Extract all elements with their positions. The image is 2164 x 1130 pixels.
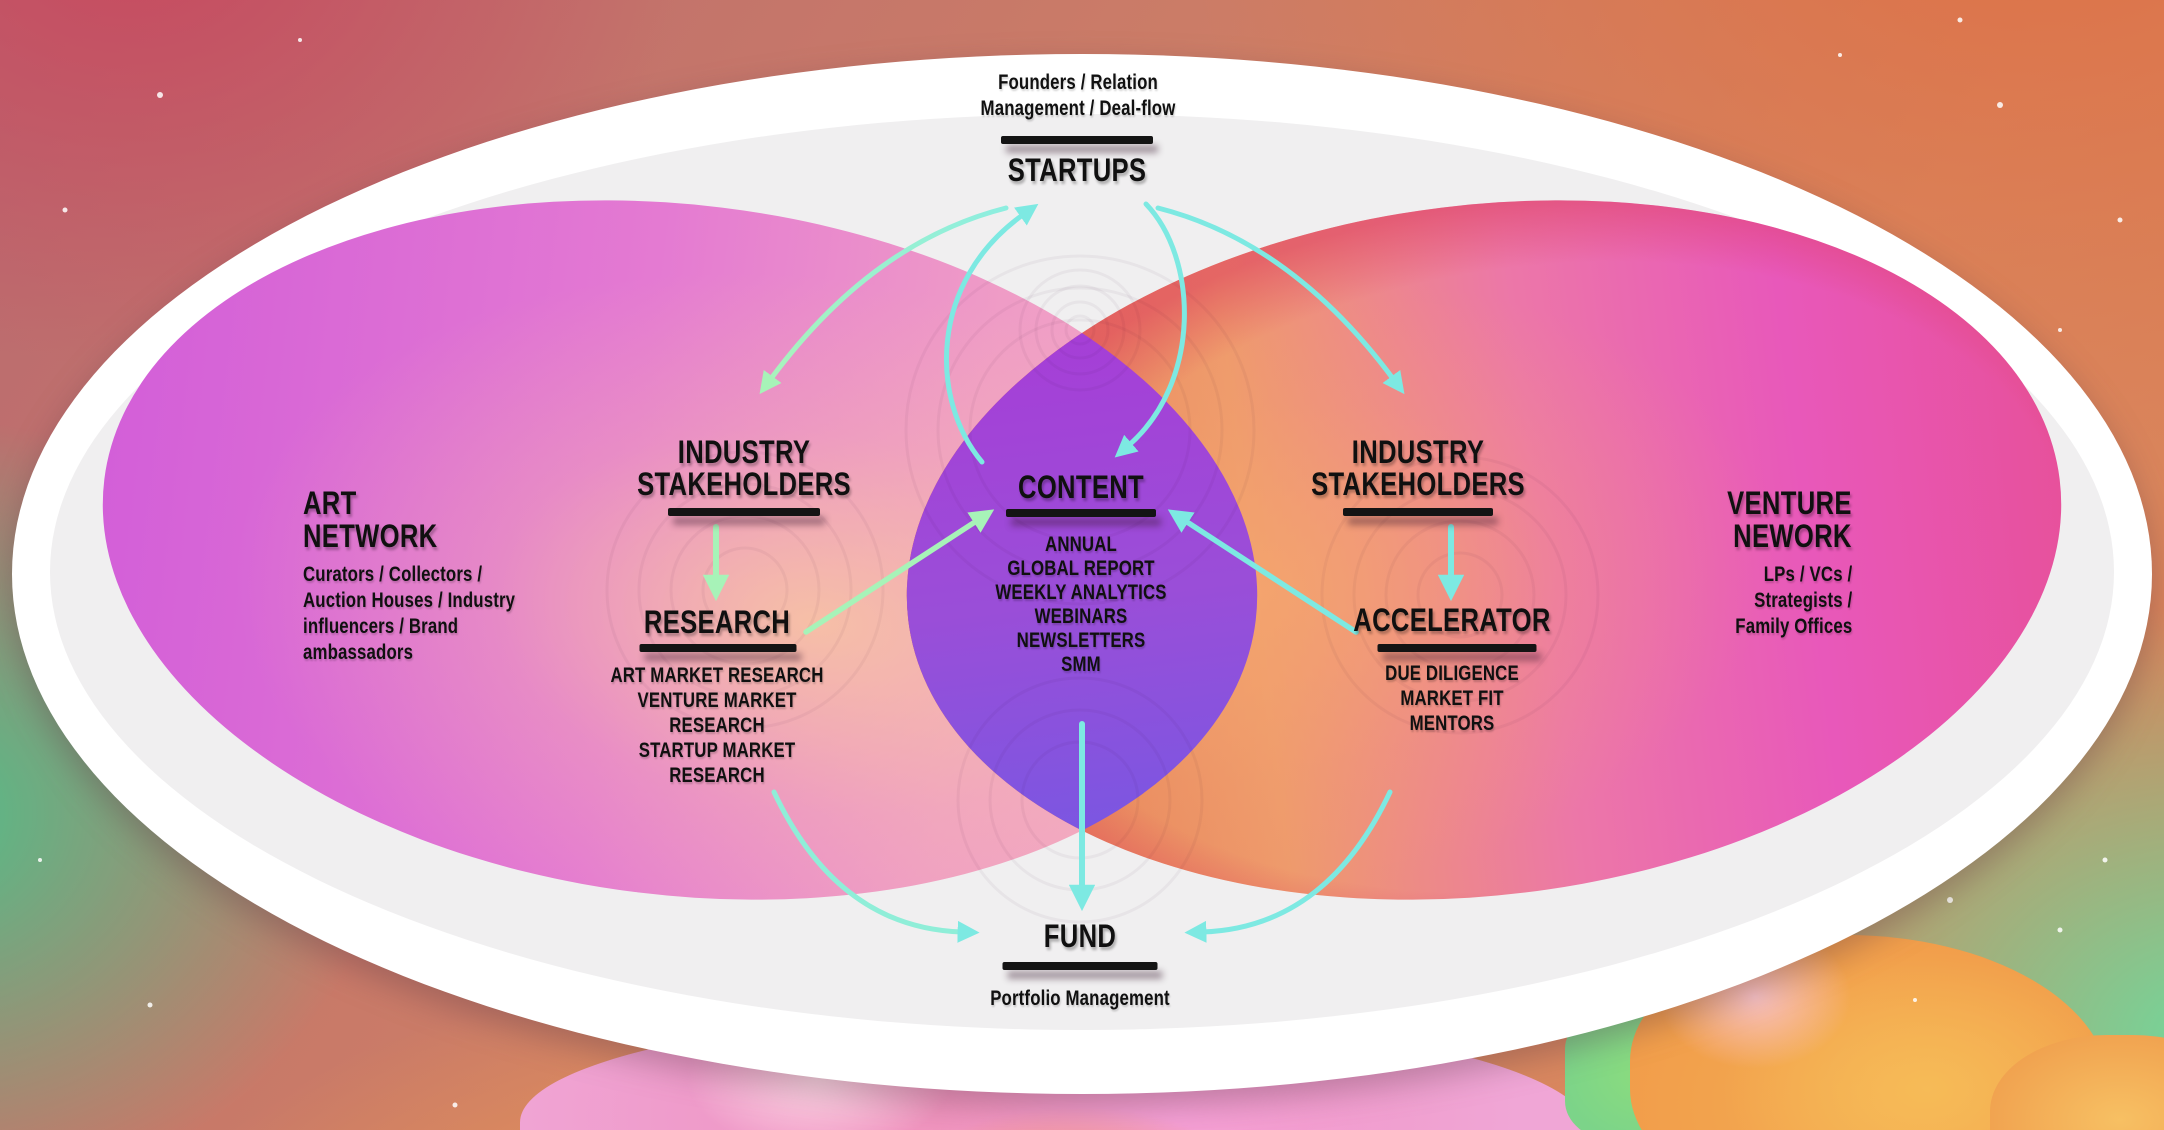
art-network-title: ART NETWORK bbox=[303, 487, 438, 553]
arrow-startups-to-stakeholders-left bbox=[759, 205, 1009, 395]
venture-network-title-line: VENTURE bbox=[1727, 485, 1852, 521]
startups-title: STARTUPS bbox=[1007, 152, 1147, 188]
flow-arrows bbox=[702, 201, 1465, 943]
research-underline bbox=[639, 644, 797, 652]
startups-subtitle-line: Management / Deal-flow bbox=[980, 97, 1176, 120]
stakeholders-left-underline bbox=[668, 508, 820, 516]
research-list: ART MARKET RESEARCH VENTURE MARKET RESEA… bbox=[610, 663, 823, 788]
content-list: ANNUAL GLOBAL REPORT WEEKLY ANALYTICS WE… bbox=[995, 533, 1166, 677]
content-list-item: SMM bbox=[1061, 653, 1101, 676]
startups-subtitle-line: Founders / Relation bbox=[998, 71, 1158, 94]
accelerator-title: ACCELERATOR bbox=[1353, 602, 1551, 638]
arrow-content-to-startups bbox=[944, 203, 1039, 465]
fund-underline bbox=[1002, 962, 1158, 970]
research-list-item: RESEARCH bbox=[669, 764, 765, 787]
research-list-item: RESEARCH bbox=[669, 714, 765, 737]
research-list-item: VENTURE MARKET bbox=[637, 689, 797, 712]
startups-underline bbox=[1001, 136, 1153, 144]
research-list-item: ART MARKET RESEARCH bbox=[610, 664, 824, 687]
content-title: CONTENT bbox=[1018, 469, 1144, 505]
content-underline bbox=[1006, 509, 1156, 517]
art-network-subtitle-line: Curators / Collectors / bbox=[303, 563, 483, 586]
venture-network-subtitle: LPs / VCs / Strategists / Family Offices bbox=[1735, 562, 1852, 640]
stakeholders-right-title-line: STAKEHOLDERS bbox=[1311, 466, 1525, 502]
arrow-accelerator-to-fund bbox=[1184, 789, 1393, 943]
accelerator-list-item: MARKET FIT bbox=[1400, 687, 1504, 710]
venture-network-subtitle-line: LPs / VCs / bbox=[1763, 563, 1852, 586]
stakeholders-left-title-line: STAKEHOLDERS bbox=[637, 466, 851, 502]
fund-subtitle: Portfolio Management bbox=[990, 987, 1170, 1010]
stakeholders-right-title: INDUSTRY STAKEHOLDERS bbox=[1311, 436, 1525, 500]
art-network-subtitle-line: ambassadors bbox=[303, 641, 414, 664]
venture-network-title: VENTURE NEWORK bbox=[1727, 487, 1852, 553]
fund-title: FUND bbox=[1043, 918, 1117, 954]
content-list-item: ANNUAL bbox=[1045, 533, 1117, 556]
arrow-research-to-fund bbox=[771, 789, 980, 943]
content-list-item: NEWSLETTERS bbox=[1016, 629, 1146, 652]
art-network-title-line: NETWORK bbox=[303, 518, 438, 554]
venture-network-subtitle-line: Family Offices bbox=[1734, 615, 1852, 638]
art-network-subtitle: Curators / Collectors / Auction Houses /… bbox=[303, 562, 515, 666]
accelerator-underline bbox=[1377, 644, 1537, 652]
content-list-item: GLOBAL REPORT bbox=[1007, 557, 1155, 580]
arrow-accelerator-to-content bbox=[1167, 509, 1359, 635]
art-network-title-line: ART bbox=[303, 485, 357, 521]
stakeholders-right-underline bbox=[1343, 508, 1493, 516]
arrow-research-to-content bbox=[803, 509, 995, 635]
venn-ellipses bbox=[102, 200, 2062, 900]
accelerator-list-item: DUE DILIGENCE bbox=[1385, 662, 1519, 685]
research-list-item: STARTUP MARKET bbox=[638, 739, 796, 762]
accelerator-list-item: MENTORS bbox=[1409, 712, 1495, 735]
art-network-subtitle-line: Auction Houses / Industry bbox=[303, 589, 516, 612]
accelerator-list: DUE DILIGENCE MARKET FIT MENTORS bbox=[1385, 661, 1519, 736]
content-list-item: WEEKLY ANALYTICS bbox=[995, 581, 1167, 604]
venture-network-subtitle-line: Strategists / bbox=[1753, 589, 1852, 612]
arrow-startups-to-stakeholders-right bbox=[1155, 205, 1405, 395]
stakeholders-right-title-line: INDUSTRY bbox=[1351, 434, 1485, 470]
stakeholders-left-title: INDUSTRY STAKEHOLDERS bbox=[637, 436, 851, 500]
startups-subtitle: Founders / Relation Management / Deal-fl… bbox=[981, 70, 1176, 122]
research-title: RESEARCH bbox=[643, 604, 791, 640]
art-network-subtitle-line: influencers / Brand bbox=[303, 615, 459, 638]
stakeholders-left-title-line: INDUSTRY bbox=[677, 434, 811, 470]
arrow-startups-to-content bbox=[1114, 201, 1187, 458]
background-stars bbox=[38, 17, 2142, 1108]
venture-network-title-line: NEWORK bbox=[1733, 518, 1852, 554]
content-list-item: WEBINARS bbox=[1034, 605, 1128, 628]
